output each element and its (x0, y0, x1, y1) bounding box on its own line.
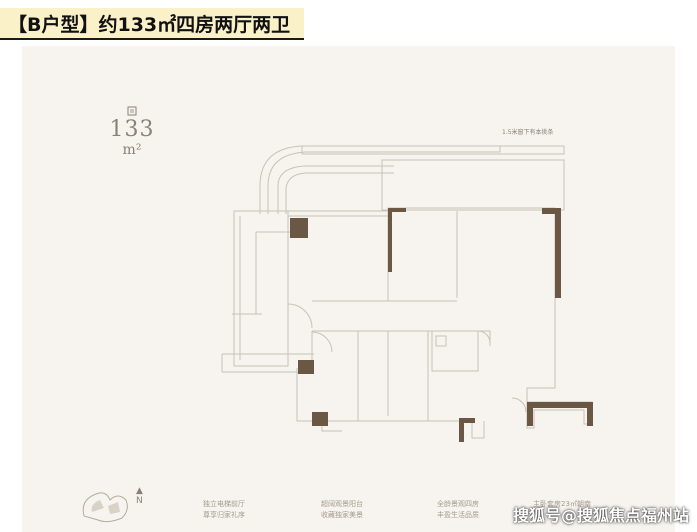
feature-3-line2: 丰盈生活品质 (437, 511, 479, 519)
door-swing (287, 303, 313, 329)
feature-2: 超阔观景阳台 收藏独家美景 (302, 499, 382, 521)
title-banner: 【B户型】约133㎡四房两厅两卫 (0, 8, 305, 40)
watermark: 搜狐号@搜狐焦点福州站 (512, 506, 689, 525)
bathroom (431, 330, 479, 372)
column (388, 208, 392, 272)
feature-4-line1: 主卧套房23㎡朝南 (533, 500, 591, 508)
feature-1-line2: 尊享归家礼序 (203, 511, 245, 519)
outer-wall (288, 207, 556, 402)
balcony-curve (259, 145, 501, 214)
column (298, 360, 314, 374)
feature-1-line1: 独立电梯前厅 (203, 500, 245, 508)
column (312, 412, 328, 426)
compass-label: N (136, 496, 143, 506)
feature-2-line2: 收藏独家美景 (321, 511, 363, 519)
column (388, 208, 406, 212)
column (587, 402, 593, 426)
compass: ▲ N (136, 486, 143, 506)
column (542, 208, 561, 214)
column (459, 418, 475, 423)
area-unit: m² (122, 142, 142, 158)
north-arrow-icon: ▲ (136, 486, 143, 496)
column (527, 402, 533, 426)
left-wing-wall (233, 210, 289, 367)
area-badge-icon (127, 106, 137, 116)
feature-1: 独立电梯前厅 尊享归家礼序 (184, 499, 264, 521)
page-title: 【B户型】约133㎡四房两厅两卫 (8, 13, 291, 36)
top-balcony (301, 145, 565, 155)
floor-plan-card: 133 m² (22, 46, 675, 532)
area-number: 133 (109, 117, 155, 142)
key-plan-icon (82, 492, 128, 523)
feature-2-line1: 超阔观景阳台 (321, 500, 363, 508)
feature-4: 主卧套房23㎡朝南 (522, 499, 602, 510)
floor-plan-drawing (221, 145, 593, 442)
column (290, 218, 308, 238)
feature-3: 全龄景观四房 丰盈生活品质 (418, 499, 498, 521)
column (527, 402, 593, 408)
column (555, 208, 561, 298)
window-callout: 1.5米窗下有本挑条 (502, 129, 554, 136)
column (459, 418, 464, 442)
feature-3-line1: 全龄景观四房 (437, 500, 479, 508)
area-label: 133 m² (102, 106, 162, 158)
